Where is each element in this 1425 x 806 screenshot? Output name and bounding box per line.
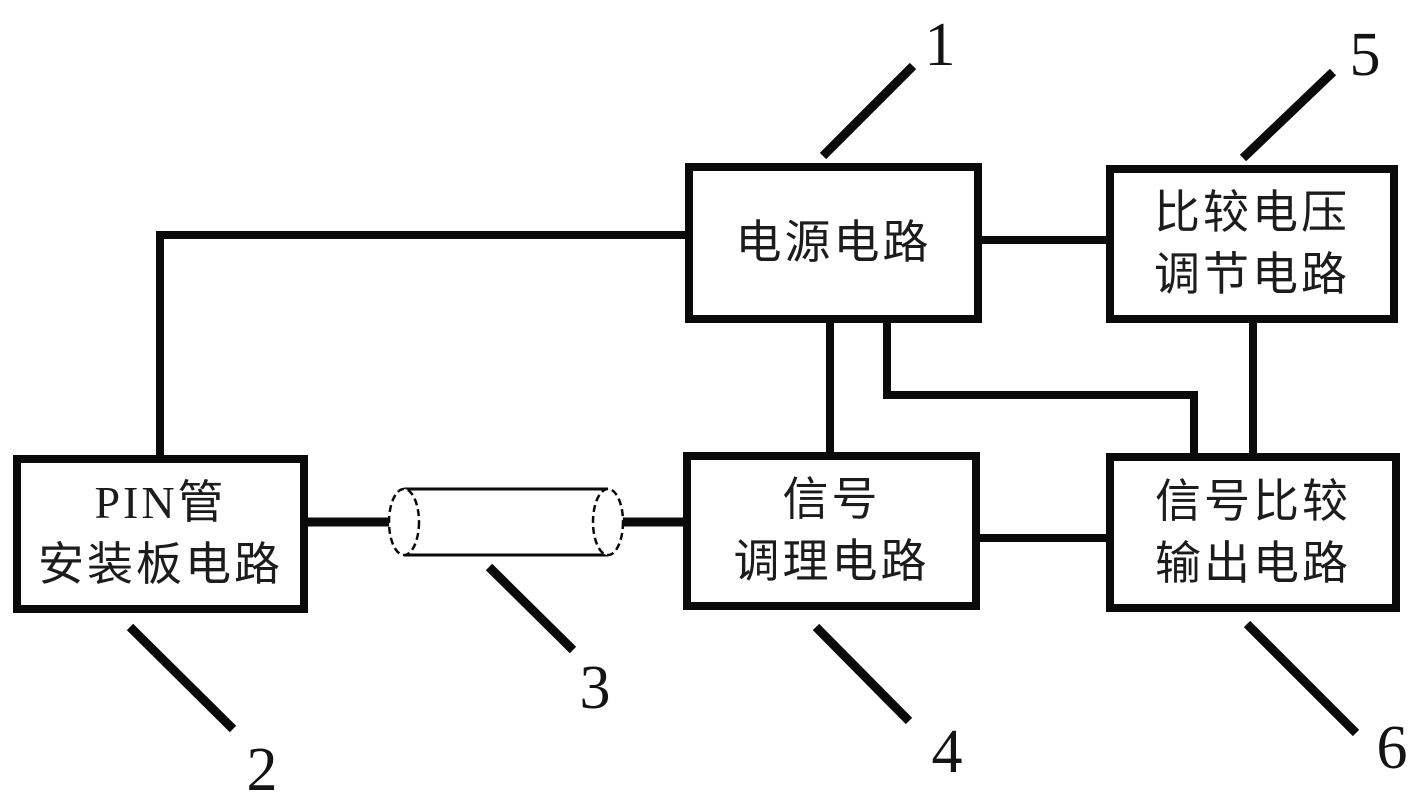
block-pin-board-label-line1: PIN管 bbox=[94, 477, 227, 528]
wire-power-to-pin-board bbox=[156, 231, 689, 457]
leader-line-6 bbox=[1243, 620, 1360, 737]
block-compare-voltage-adjust-circuit: 比较电压 调节电路 bbox=[1106, 165, 1398, 323]
leader-line-1 bbox=[819, 62, 917, 160]
block-signal-conditioning-label-line2: 调理电路 bbox=[733, 536, 930, 587]
block-pin-board-label-line2: 安装板电路 bbox=[38, 539, 283, 590]
cable-left-end-cap bbox=[387, 487, 421, 557]
leader-line-3 bbox=[485, 563, 577, 654]
block-signal-compare-output-label-line1: 信号比较 bbox=[1155, 475, 1351, 527]
ref-label-6: 6 bbox=[1376, 714, 1408, 782]
block-pin-mounting-board-circuit: PIN管 安装板电路 bbox=[13, 455, 308, 613]
leader-line-2 bbox=[126, 623, 237, 733]
ref-label-1: 1 bbox=[924, 11, 956, 79]
block-power-circuit: 电源电路 bbox=[685, 163, 982, 323]
block-power-circuit-label: 电源电路 bbox=[735, 217, 932, 268]
block-signal-compare-output-label-line2: 输出电路 bbox=[1155, 537, 1351, 589]
coax-cable-symbol bbox=[387, 487, 625, 557]
ref-label-5: 5 bbox=[1349, 21, 1381, 89]
ref-label-4: 4 bbox=[931, 718, 963, 786]
leader-line-4 bbox=[812, 623, 913, 725]
cable-right-end-cap bbox=[591, 487, 625, 557]
leader-line-5 bbox=[1239, 68, 1337, 162]
ref-label-3: 3 bbox=[579, 654, 611, 722]
block-compare-voltage-label-line1: 比较电压 bbox=[1154, 187, 1350, 238]
block-signal-conditioning-circuit: 信号 调理电路 bbox=[683, 452, 980, 610]
block-signal-compare-output-circuit: 信号比较 输出电路 bbox=[1106, 453, 1400, 612]
block-signal-conditioning-label-line1: 信号 bbox=[782, 474, 881, 525]
ref-label-2: 2 bbox=[246, 736, 278, 804]
block-compare-voltage-label-line2: 调节电路 bbox=[1154, 249, 1350, 300]
wire-power-to-signal-compare-output bbox=[883, 319, 1198, 457]
